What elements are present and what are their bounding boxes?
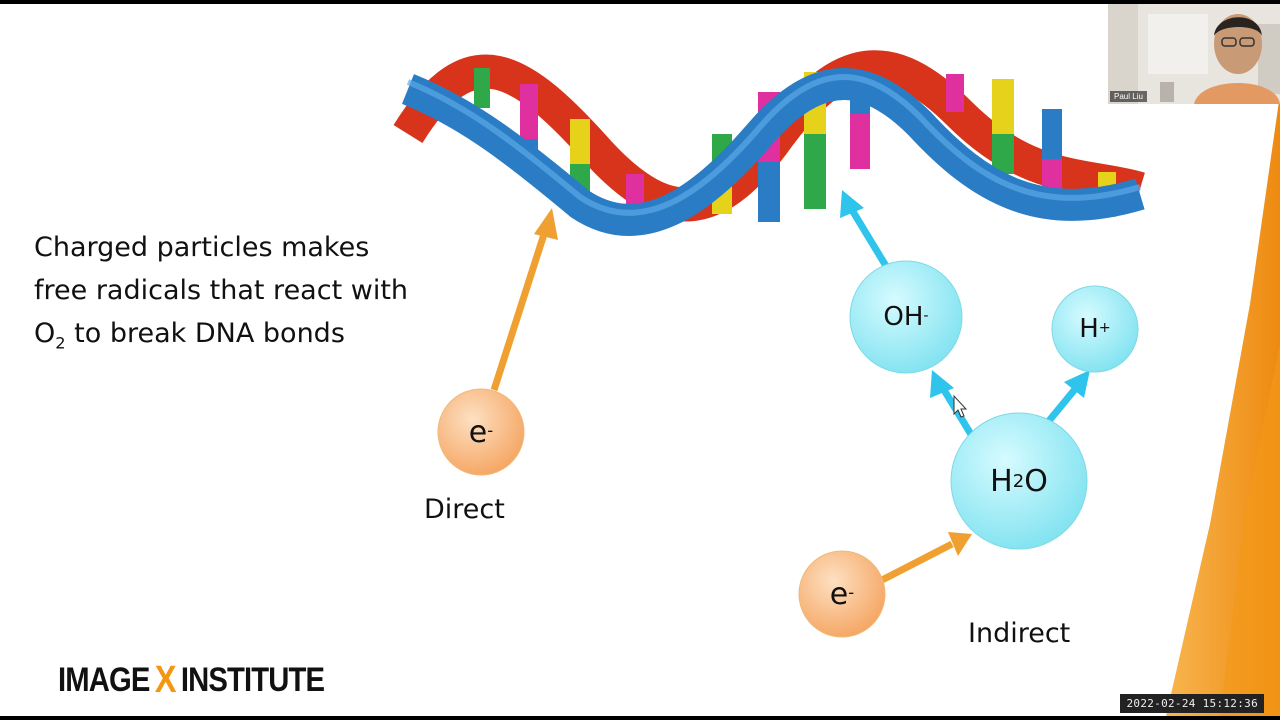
accent-band [1166,94,1280,716]
body-line-3: O2 to break DNA bonds [34,318,345,353]
mouse-cursor-icon [953,394,968,418]
water-to-h-arrow [1045,370,1090,425]
water-to-oh-arrow [930,370,975,438]
body-line-2: free radicals that react with [34,275,409,306]
direct-arrow [490,208,558,392]
webcam-thumbnail[interactable]: Paul Liu [1108,4,1280,104]
indirect-arrow [880,532,972,584]
image-x-institute-logo: IMAGE X INSTITUTE [58,658,325,701]
indirect-label: Indirect [968,618,1071,649]
dna-damage-diagram [393,50,1145,638]
slide: Charged particles makes free radicals th… [0,4,1280,716]
hydrogen-ion-circle [1051,285,1139,373]
oh-to-dna-arrow [840,190,889,268]
hydrogen-ion-label: H+ [1079,314,1111,344]
electron-indirect-circle [798,550,886,638]
recording-timestamp: 2022-02-24 15:12:36 [1120,694,1264,713]
slide-body-text: Charged particles makes free radicals th… [34,226,454,364]
direct-label: Direct [424,494,505,525]
electron-direct-label: e- [468,414,494,450]
logo-x-mark: X [154,658,177,701]
electron-indirect-label: e- [829,576,855,612]
electron-direct-circle [437,388,525,476]
hydroxide-label: OH- [883,302,929,332]
dna-helix [393,50,1145,236]
body-line-1: Charged particles makes [34,232,370,263]
hydroxide-circle [849,260,963,374]
water-circle [950,412,1088,550]
participant-video [1108,4,1280,104]
participant-name: Paul Liu [1110,91,1147,102]
